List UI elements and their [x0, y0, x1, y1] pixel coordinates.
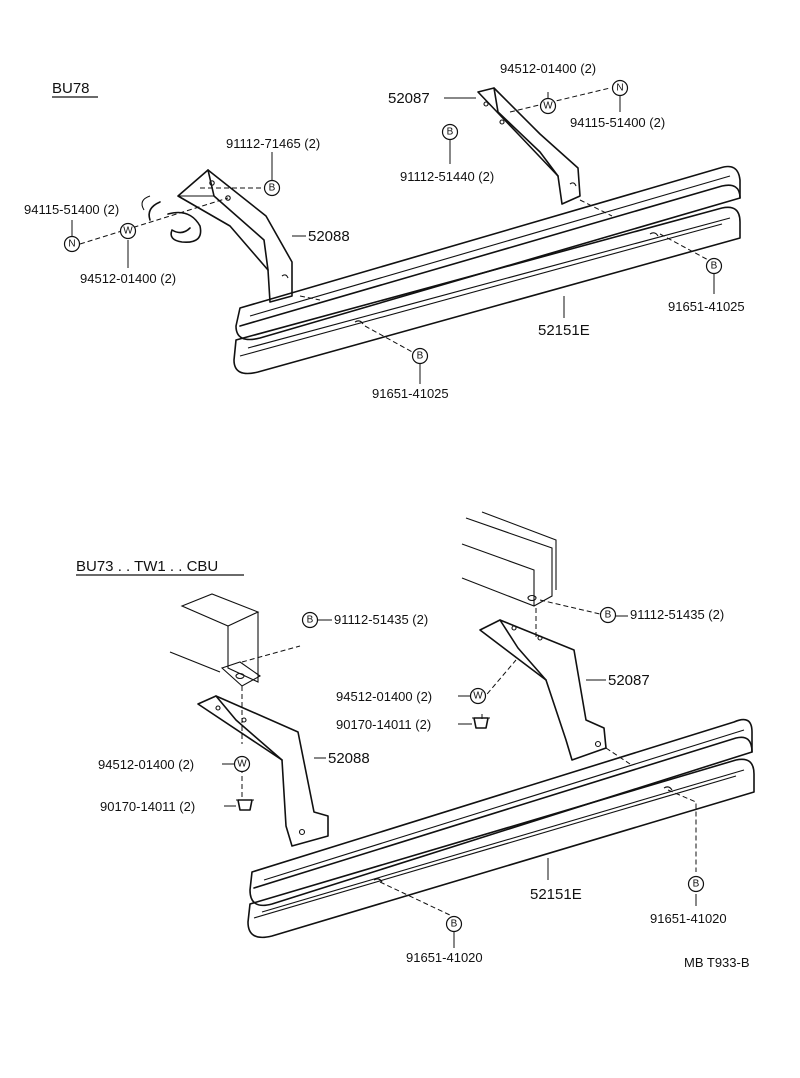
svg-text:B: B [693, 879, 700, 890]
label-94512-01400: 94512-01400 (2) [98, 757, 194, 772]
washer-icon: W [119, 222, 137, 240]
section-title-bu78: BU78 [52, 80, 90, 97]
svg-text:B: B [451, 919, 458, 930]
nut-icon: N [611, 79, 629, 97]
bolt-icon: B [445, 915, 463, 933]
label-52151E: 52151E [530, 886, 582, 903]
label-91112-51435: 91112-51435 (2) [630, 607, 724, 622]
svg-text:B: B [605, 610, 612, 621]
label-91651-41025: 91651-41025 [372, 386, 449, 401]
drawing-code: MB T933-B [684, 955, 750, 970]
svg-text:N: N [68, 239, 75, 250]
label-91651-41020: 91651-41020 [406, 950, 483, 965]
bumper-52151E-bottom [247, 718, 755, 939]
label-91651-41020: 91651-41020 [650, 911, 727, 926]
bolt-icon: B [263, 179, 281, 197]
label-52151E: 52151E [538, 322, 590, 339]
label-91112-71465: 91112-71465 (2) [226, 136, 320, 151]
label-94115-51400: 94115-51400 (2) [24, 202, 119, 217]
bracket-52087-bottom [479, 619, 607, 761]
frame-member-left [169, 593, 262, 687]
label-90170-14011: 90170-14011 (2) [100, 799, 195, 814]
label-52088: 52088 [308, 228, 350, 245]
washer-icon: W [233, 755, 251, 773]
bolt-icon: B [599, 606, 617, 624]
label-90170-14011: 90170-14011 (2) [336, 717, 431, 732]
washer-icon: W [539, 97, 557, 115]
label-91112-51435: 91112-51435 (2) [334, 612, 428, 627]
frame-member-right [461, 511, 557, 607]
label-94512-01400: 94512-01400 (2) [80, 271, 176, 286]
bumper-52151E-top [233, 165, 741, 375]
label-94512-01400: 94512-01400 (2) [500, 61, 596, 76]
bolt-icon: B [441, 123, 459, 141]
svg-text:W: W [123, 226, 133, 237]
label-91651-41025: 91651-41025 [668, 299, 745, 314]
label-52088: 52088 [328, 750, 370, 767]
nut-icon: N [63, 235, 81, 253]
label-52087: 52087 [608, 672, 650, 689]
bolt-icon: B [411, 347, 429, 365]
bolt-icon: B [301, 611, 319, 629]
bolt-icon: B [687, 875, 705, 893]
section-title-bu73-tw1-cbu: BU73 . . TW1 . . CBU [76, 558, 218, 575]
svg-text:B: B [447, 127, 454, 138]
svg-text:W: W [543, 101, 553, 112]
svg-text:N: N [616, 83, 623, 94]
flange-nut-icon [472, 717, 490, 729]
svg-text:B: B [269, 183, 276, 194]
label-52087: 52087 [388, 90, 430, 107]
bracket-52087-top [477, 87, 581, 205]
label-94115-51400: 94115-51400 (2) [570, 115, 665, 130]
svg-text:B: B [417, 351, 424, 362]
flange-nut-icon [236, 799, 254, 811]
svg-text:W: W [473, 691, 483, 702]
bolt-icon: B [705, 257, 723, 275]
bracket-52088-bottom [197, 695, 329, 847]
bracket-52088-top [141, 169, 293, 303]
label-94512-01400: 94512-01400 (2) [336, 689, 432, 704]
section-bu78: BU78 [24, 61, 745, 401]
svg-text:W: W [237, 759, 247, 770]
svg-text:B: B [307, 615, 314, 626]
washer-icon: W [469, 687, 487, 705]
svg-text:B: B [711, 261, 718, 272]
section-bu73-tw1-cbu: BU73 . . TW1 . . CBU [76, 511, 755, 965]
label-91112-51440: 91112-51440 (2) [400, 169, 494, 184]
